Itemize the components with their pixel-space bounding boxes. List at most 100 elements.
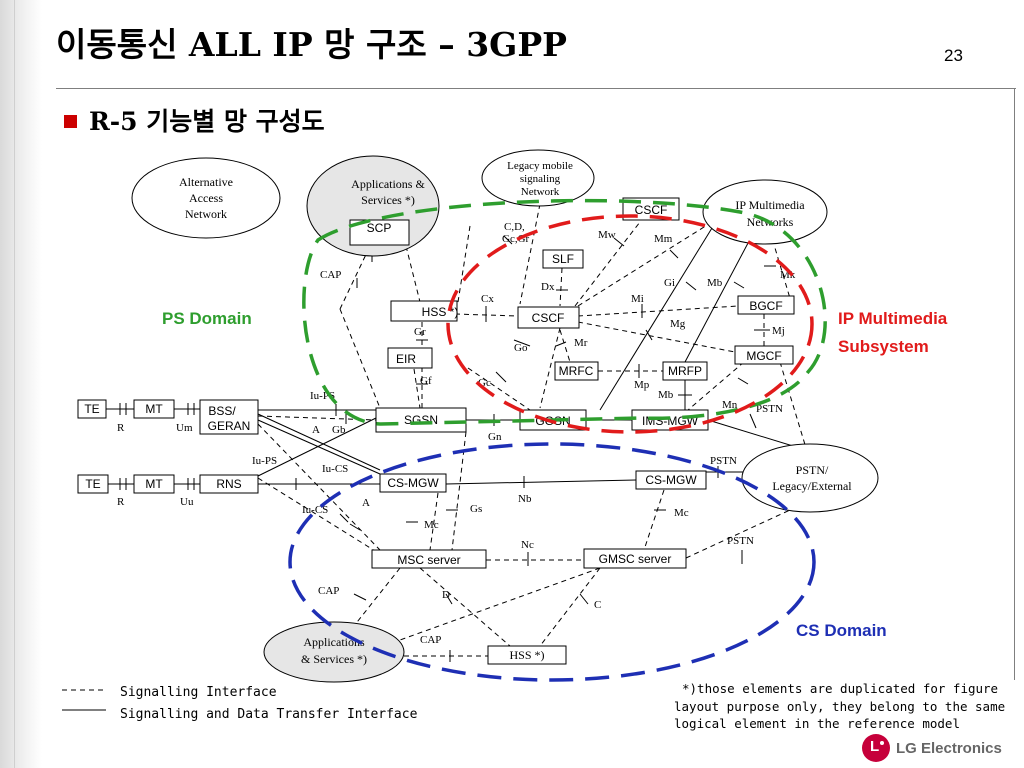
slf-label: SLF xyxy=(552,252,574,266)
ip-multimedia-networks xyxy=(702,179,828,245)
if-gs: Gs xyxy=(470,503,482,515)
if-gf: Gf xyxy=(420,375,432,387)
hss-top-box xyxy=(390,300,458,322)
hss-top-label: HSS *) xyxy=(422,305,459,319)
alt-access-line2: Access xyxy=(189,191,223,205)
line-bss-msc xyxy=(257,423,381,551)
ellipse-labels: Alternative Access Network Applications … xyxy=(179,160,852,666)
rns-box xyxy=(199,474,259,494)
left-decorative-band xyxy=(0,0,42,768)
cscf-mid-label: CSCF xyxy=(532,311,565,325)
network-ellipses xyxy=(131,149,879,513)
if-iu-cs-1: Iu-CS xyxy=(322,463,348,475)
if-cd: C,D, xyxy=(504,221,525,233)
mt1-box xyxy=(133,399,175,419)
alternative-access-network xyxy=(131,157,281,239)
line-ggsn-ipmm xyxy=(599,227,713,411)
sgsn-box xyxy=(375,407,467,433)
ipmm-line1: IP Multimedia xyxy=(735,198,805,212)
if-gr: Gr xyxy=(414,326,426,338)
legend-solid-label: Signalling and Data Transfer Interface xyxy=(120,707,418,722)
mt1-label: MT xyxy=(145,402,163,416)
footnote-line3: logical element in the reference model xyxy=(674,716,960,731)
if-cap-bottom: CAP xyxy=(420,634,441,646)
if-um: Um xyxy=(176,422,193,434)
if-c: C xyxy=(594,599,601,611)
ims-domain-outline xyxy=(446,214,814,434)
pstn-line1: PSTN/ xyxy=(796,463,829,477)
square-bullet-icon xyxy=(64,114,77,128)
mgcf-label: MGCF xyxy=(746,349,781,363)
alt-access-line1: Alternative xyxy=(179,175,233,189)
pstn-line2: Legacy/External xyxy=(772,479,852,493)
bss-geran-box xyxy=(199,399,259,435)
line-gc xyxy=(467,367,531,411)
ps-domain-outline xyxy=(302,198,827,426)
cs-mgw-right-label: CS-MGW xyxy=(645,473,697,487)
line-eir-sgsn xyxy=(413,368,421,409)
line-msc-hss-d xyxy=(419,567,511,647)
line-csmgw-nb xyxy=(445,479,637,485)
if-gi: Gi xyxy=(664,277,675,289)
bullet-text: R-5 기능별 망 구성도 xyxy=(89,107,325,136)
cs-mgw-left-label: CS-MGW xyxy=(387,476,439,490)
cs-domain-label: CS Domain xyxy=(796,621,887,640)
line-gmsc-apps xyxy=(399,567,601,641)
bgcf-label: BGCF xyxy=(749,299,782,313)
if-mp: Mp xyxy=(634,379,650,391)
if-mw: Mw xyxy=(598,229,616,241)
if-mg: Mg xyxy=(670,318,686,330)
gmsc-label: GMSC server xyxy=(599,552,672,566)
line-bss-sgsn-gb xyxy=(257,415,377,421)
line-cscf-ggsn xyxy=(539,327,561,409)
bss-label-line2: GERAN xyxy=(208,419,251,433)
ps-domain-label: PS Domain xyxy=(162,309,252,328)
gmsc-server-box xyxy=(583,548,687,569)
if-cap-top: CAP xyxy=(320,269,341,281)
cs-mgw-right-box xyxy=(635,470,707,490)
legend: Signalling Interface Signalling and Data… xyxy=(62,685,418,722)
if-iu-ps-mid: Iu-PS xyxy=(252,455,277,467)
scp-label: SCP xyxy=(367,221,392,235)
applications-services-bottom xyxy=(263,621,405,683)
legacy-line3: Network xyxy=(521,186,560,198)
eir-label: EIR xyxy=(396,352,416,366)
line-slf-cscf xyxy=(559,267,563,307)
if-a2: A xyxy=(362,497,370,509)
if-dx: Dx xyxy=(541,281,555,293)
line-bss-csmgw-2 xyxy=(257,413,381,471)
bgcf-box xyxy=(737,295,795,315)
line-scp-hss xyxy=(405,245,421,303)
if-nb: Nb xyxy=(518,493,532,505)
if-mi: Mi xyxy=(631,293,644,305)
msc-label: MSC server xyxy=(397,553,460,567)
lg-logo-text: LG Electronics xyxy=(896,739,1002,757)
bss-label-line1: BSS/ xyxy=(208,404,236,418)
cs-domain-outline xyxy=(288,442,816,682)
cs-mgw-left-box xyxy=(379,473,447,493)
ims-label-line1: IP Multimedia xyxy=(838,309,948,328)
mrfc-label: MRFC xyxy=(559,364,594,378)
lg-logo-icon xyxy=(862,734,890,762)
mgcf-box xyxy=(734,345,794,365)
if-mj: Mj xyxy=(772,325,785,337)
legacy-mobile-signaling-network xyxy=(481,149,595,207)
rns-label: RNS xyxy=(216,477,241,491)
interface-labels: C,D, Gc,Gr Mw Mm Mk CAP Dx Gi Mb Cx Mi G… xyxy=(117,221,796,646)
interface-ticks xyxy=(119,235,776,662)
if-mb-mid: Mb xyxy=(658,389,674,401)
mrfp-label: MRFP xyxy=(668,364,702,378)
if-mm: Mm xyxy=(654,233,673,245)
line-sgsn-scp xyxy=(339,245,371,310)
line-mgcf-pstn xyxy=(779,361,807,449)
page-number: 23 xyxy=(944,46,963,65)
if-mr: Mr xyxy=(574,337,588,349)
right-border-line xyxy=(1014,88,1015,680)
bullet-heading: R-5 기능별 망 구성도 xyxy=(64,102,325,138)
if-cx: Cx xyxy=(481,293,494,305)
line-cap-sgsn xyxy=(339,308,381,409)
legacy-line1: Legacy mobile xyxy=(507,160,573,172)
te1-box xyxy=(77,399,107,419)
footnote-line1: *)those elements are duplicated for figu… xyxy=(682,681,998,696)
if-uu: Uu xyxy=(180,496,194,508)
